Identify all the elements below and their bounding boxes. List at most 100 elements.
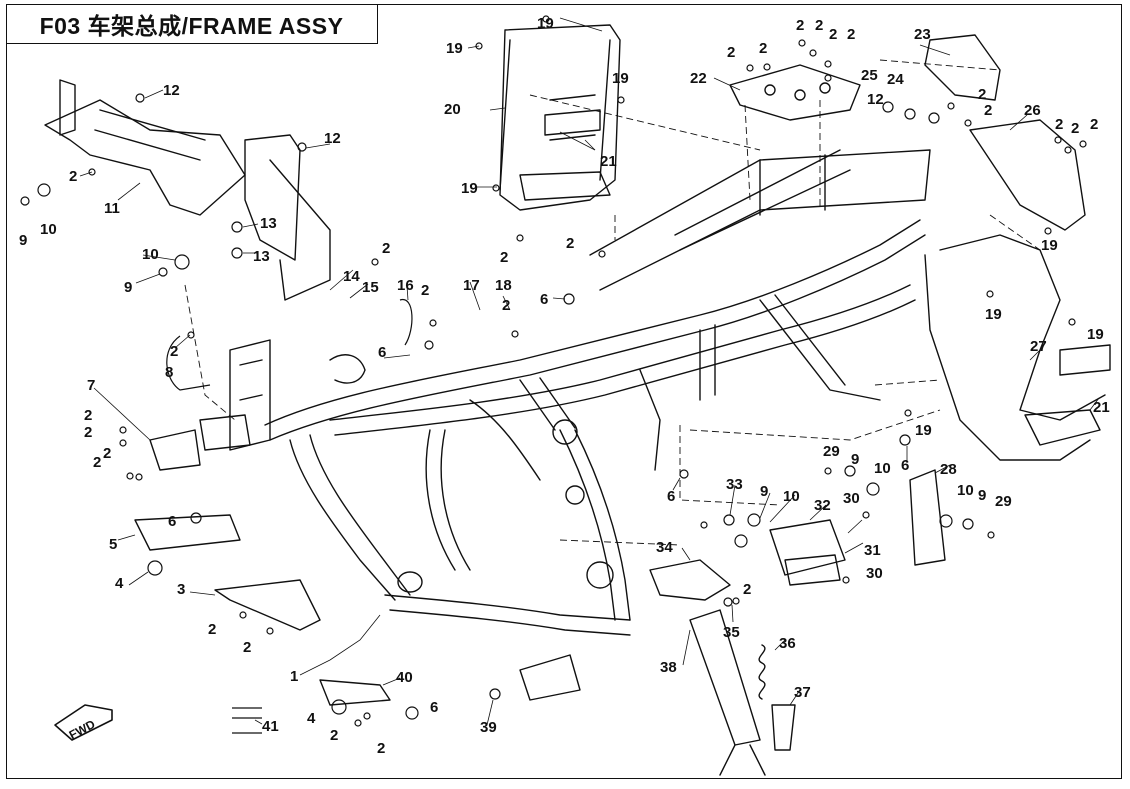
callout-20: 20 (444, 101, 461, 118)
callout-23: 23 (914, 26, 931, 43)
callout-4: 4 (307, 710, 316, 727)
callout-35: 35 (723, 624, 740, 641)
callout-2: 2 (566, 235, 574, 252)
diagram-title: F03 车架总成/FRAME ASSY (39, 12, 344, 39)
callout-12: 12 (324, 130, 341, 147)
callout-38: 38 (660, 659, 677, 676)
callout-39: 39 (480, 719, 497, 736)
callout-11: 11 (104, 200, 120, 217)
leader-lines (79, 17, 1100, 726)
callout-2: 2 (847, 26, 855, 43)
callout-4: 4 (115, 575, 124, 592)
callout-2: 2 (829, 26, 837, 43)
callout-19: 19 (985, 306, 1002, 323)
callout-7: 7 (87, 377, 95, 394)
callout-37: 37 (794, 684, 811, 701)
callout-21: 21 (1093, 399, 1110, 416)
callout-26: 26 (1024, 102, 1041, 119)
diagram-border (6, 4, 1122, 779)
callout-6: 6 (540, 291, 548, 308)
callout-9: 9 (760, 483, 768, 500)
callout-2: 2 (727, 44, 735, 61)
callout-2: 2 (330, 727, 338, 744)
callout-22: 22 (690, 70, 707, 87)
callout-2: 2 (93, 454, 101, 471)
callout-2: 2 (382, 240, 390, 257)
callout-2: 2 (84, 424, 92, 441)
callout-12: 12 (867, 91, 884, 108)
callout-2: 2 (208, 621, 216, 638)
callout-13: 13 (260, 215, 277, 232)
frame-linework (44, 24, 1111, 776)
callout-6: 6 (667, 488, 675, 505)
callout-29: 29 (823, 443, 840, 460)
callout-2: 2 (1071, 120, 1079, 137)
callout-12: 12 (163, 82, 180, 99)
callout-10: 10 (874, 460, 891, 477)
callout-19: 19 (537, 15, 554, 32)
hardware-glyphs (20, 15, 1087, 734)
callout-2: 2 (69, 168, 77, 185)
callout-6: 6 (378, 344, 386, 361)
callout-19: 19 (446, 40, 463, 57)
callout-10: 10 (142, 246, 159, 263)
callout-2: 2 (796, 17, 804, 34)
callout-6: 6 (901, 457, 909, 474)
callout-labels: 12 2 11 9 10 12 13 13 10 9 2 14 15 16 2 … (19, 15, 1110, 757)
callout-10: 10 (40, 221, 57, 238)
callout-19: 19 (461, 180, 478, 197)
callout-30: 30 (866, 565, 883, 582)
callout-32: 32 (814, 497, 831, 514)
callout-25: 25 (861, 67, 878, 84)
callout-19: 19 (612, 70, 629, 87)
callout-2: 2 (502, 297, 510, 314)
fwd-label: FWD (67, 717, 98, 742)
callout-19: 19 (1087, 326, 1104, 343)
callout-10: 10 (957, 482, 974, 499)
callout-2: 2 (103, 445, 111, 462)
callout-24: 24 (887, 71, 904, 88)
callout-2: 2 (1090, 116, 1098, 133)
callout-33: 33 (726, 476, 743, 493)
callout-2: 2 (377, 740, 385, 757)
callout-17: 17 (463, 277, 480, 294)
callout-6: 6 (168, 513, 176, 530)
callout-28: 28 (940, 461, 957, 478)
title-box: F03 车架总成/FRAME ASSY (6, 4, 378, 44)
callout-5: 5 (109, 536, 117, 553)
callout-19: 19 (915, 422, 932, 439)
callout-10: 10 (783, 488, 800, 505)
callout-18: 18 (495, 277, 512, 294)
callout-16: 16 (397, 277, 414, 294)
callout-34: 34 (656, 539, 673, 556)
callout-36: 36 (779, 635, 796, 652)
callout-3: 3 (177, 581, 185, 598)
callout-31: 31 (864, 542, 881, 559)
callout-6: 6 (430, 699, 438, 716)
callout-14: 14 (343, 268, 360, 285)
callout-9: 9 (124, 279, 132, 296)
callout-9: 9 (19, 232, 27, 249)
callout-27: 27 (1030, 338, 1047, 355)
callout-41: 41 (262, 718, 279, 735)
callout-2: 2 (243, 639, 251, 656)
callout-2: 2 (759, 40, 767, 57)
callout-9: 9 (978, 487, 986, 504)
callout-40: 40 (396, 669, 413, 686)
callout-2: 2 (170, 343, 178, 360)
callout-21: 21 (600, 153, 617, 170)
callout-1: 1 (290, 668, 298, 685)
assembly-guide-lines (184, 59, 1041, 546)
callout-2: 2 (743, 581, 751, 598)
callout-15: 15 (362, 279, 379, 296)
callout-9: 9 (851, 451, 859, 468)
callout-2: 2 (984, 102, 992, 119)
callout-2: 2 (84, 407, 92, 424)
callout-29: 29 (995, 493, 1012, 510)
callout-2: 2 (1055, 116, 1063, 133)
callout-13: 13 (253, 248, 270, 265)
callout-2: 2 (978, 86, 986, 103)
callout-19: 19 (1041, 237, 1058, 254)
callout-2: 2 (500, 249, 508, 266)
